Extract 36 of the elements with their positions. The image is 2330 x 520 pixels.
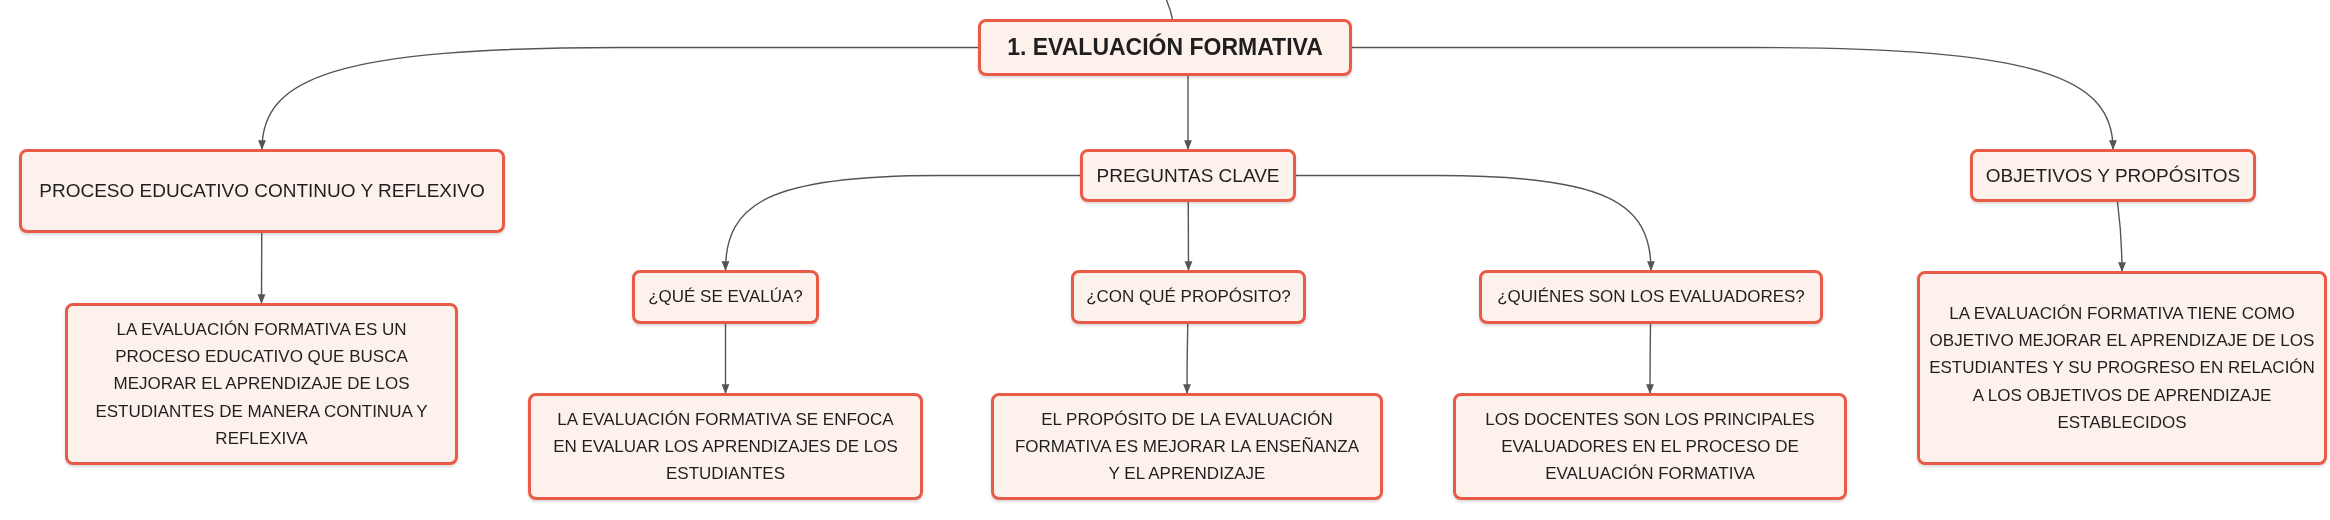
topic-box [978,19,1352,76]
topic-text: PREGUNTAS CLAVE [1096,163,1280,188]
topic-box [1479,270,1823,324]
topic-box [19,149,505,233]
topic-text: LA EVALUACIÓN FORMATIVA SE ENFOCA EN EVALUAR LOS APRENDIZAJES DE LOS ESTUDIANTES [552,408,899,486]
connector-line [1295,174,1655,271]
connector-line [1184,201,1193,271]
topic-box [1071,270,1306,324]
connector-line [257,232,266,304]
topic-text: ¿QUIÉNES SON LOS EVALUADORES? [1497,286,1805,309]
topic-box [65,303,458,465]
topic-text: 1. EVALUACIÓN FORMATIVA [1007,33,1323,62]
topic-text: EL PROPÓSITO DE LA EVALUACIÓN FORMATIVA ES MEJORAR LA ENSEÑANZA Y EL APRENDIZAJE [1013,408,1361,486]
topic-box [632,270,819,324]
connector-line [258,46,979,150]
topic-text: PROCESO EDUCATIVO CONTINUO Y REFLEXIVO [39,179,485,203]
connector-line [1351,46,2117,150]
connector-line [721,323,730,394]
topic-box [528,393,923,500]
topic-box [1970,149,2256,202]
topic-box [1917,271,2327,465]
topic-text: OBJETIVOS Y PROPÓSITOS [1985,163,2241,188]
topic-box [1080,149,1296,202]
topic-text: LA EVALUACIÓN FORMATIVA TIENE COMO OBJETIVO MEJORAR EL APRENDIZAJE DE LOS ESTUDIANTES Y SU PROGRESO EN RELACIÓN A LOS OBJETIVOS DE APRENDIZAJE ESTABLECIDOS [1928,303,2316,434]
topic-text: ¿CON QUÉ PROPÓSITO? [1086,286,1291,309]
connector-line [1165,0,1174,20]
connector-line [722,174,1081,271]
topic-text: ¿QUÉ SE EVALÚA? [648,286,803,309]
topic-box [991,393,1383,500]
topic-text: LOS DOCENTES SON LOS PRINCIPALES EVALUADORES EN EL PROCESO DE EVALUACIÓN FORMATIVA [1484,408,1816,486]
connector-line [1646,323,1654,394]
topic-text: LA EVALUACIÓN FORMATIVA ES UN PROCESO EDUCATIVO QUE BUSCA MEJORAR EL APRENDIZAJE DE LOS ESTUDIANTES DE MANERA CONTINUA Y REFLEXIVA [94,319,429,450]
connector-line [1183,323,1191,394]
topic-box [1453,393,1847,500]
connector-line [2116,201,2126,272]
connector-line [1184,75,1192,150]
